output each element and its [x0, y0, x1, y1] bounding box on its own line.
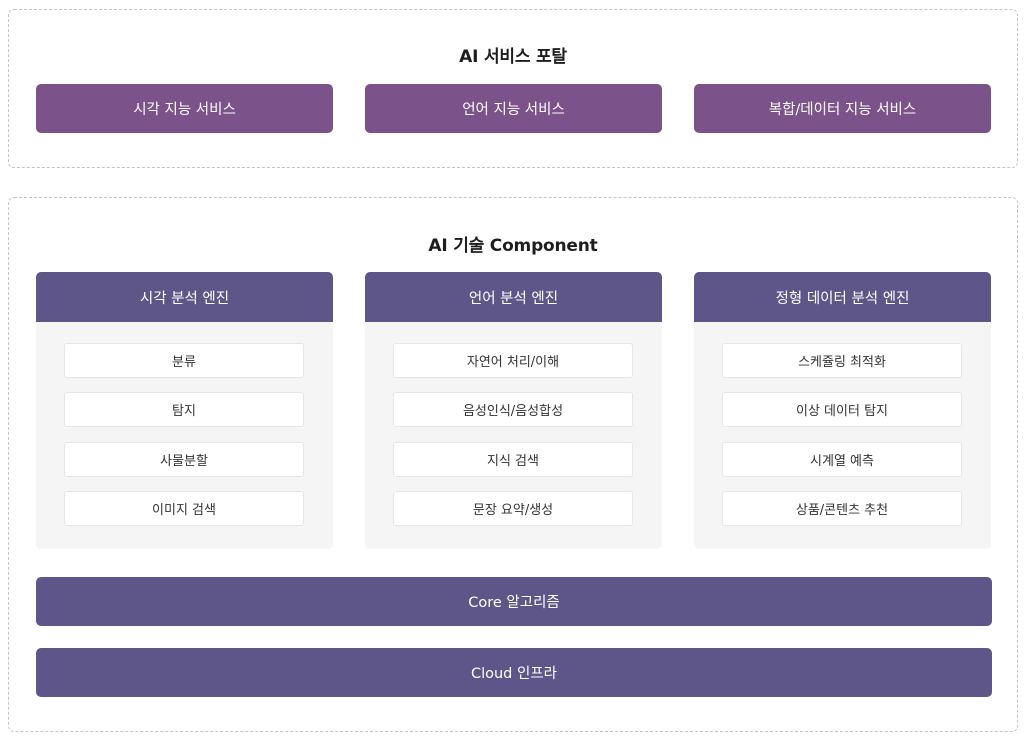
service-composite-data-button[interactable]: 복합/데이터 지능 서비스 [694, 84, 991, 133]
engine-vision-item[interactable]: 분류 [64, 343, 304, 378]
engine-vision: 시각 분석 엔진 분류 탐지 사물분할 이미지 검색 [36, 272, 333, 549]
service-row: 시각 지능 서비스 언어 지능 서비스 복합/데이터 지능 서비스 [36, 84, 992, 133]
engine-vision-header[interactable]: 시각 분석 엔진 [36, 272, 333, 322]
engine-structured-data-item[interactable]: 스케쥴링 최적화 [722, 343, 962, 378]
engine-language-item[interactable]: 문장 요약/생성 [393, 491, 633, 526]
engine-vision-item[interactable]: 탐지 [64, 392, 304, 427]
engine-language: 언어 분석 엔진 자연어 처리/이해 음성인식/음성합성 지식 검색 문장 요약… [365, 272, 662, 549]
engine-language-item[interactable]: 자연어 처리/이해 [393, 343, 633, 378]
tech-component-panel: AI 기술 Component 시각 분석 엔진 분류 탐지 사물분할 이미지 … [8, 197, 1018, 732]
service-vision-button[interactable]: 시각 지능 서비스 [36, 84, 333, 133]
engine-vision-item[interactable]: 이미지 검색 [64, 491, 304, 526]
engine-structured-data-header[interactable]: 정형 데이터 분석 엔진 [694, 272, 991, 322]
service-portal-panel: AI 서비스 포탈 시각 지능 서비스 언어 지능 서비스 복합/데이터 지능 … [8, 9, 1018, 168]
service-portal-title: AI 서비스 포탈 [459, 47, 567, 67]
tech-component-title: AI 기술 Component [428, 236, 598, 256]
engine-language-item[interactable]: 지식 검색 [393, 442, 633, 477]
cloud-infrastructure-layer[interactable]: Cloud 인프라 [36, 648, 992, 697]
engine-vision-item[interactable]: 사물분할 [64, 442, 304, 477]
core-algorithm-layer[interactable]: Core 알고리즘 [36, 577, 992, 626]
engine-structured-data-item[interactable]: 이상 데이터 탐지 [722, 392, 962, 427]
engine-structured-data-item[interactable]: 시계열 예측 [722, 442, 962, 477]
engine-language-header[interactable]: 언어 분석 엔진 [365, 272, 662, 322]
engine-structured-data: 정형 데이터 분석 엔진 스케쥴링 최적화 이상 데이터 탐지 시계열 예측 상… [694, 272, 991, 549]
engine-language-item[interactable]: 음성인식/음성합성 [393, 392, 633, 427]
service-language-button[interactable]: 언어 지능 서비스 [365, 84, 662, 133]
engine-structured-data-item[interactable]: 상품/콘텐츠 추천 [722, 491, 962, 526]
